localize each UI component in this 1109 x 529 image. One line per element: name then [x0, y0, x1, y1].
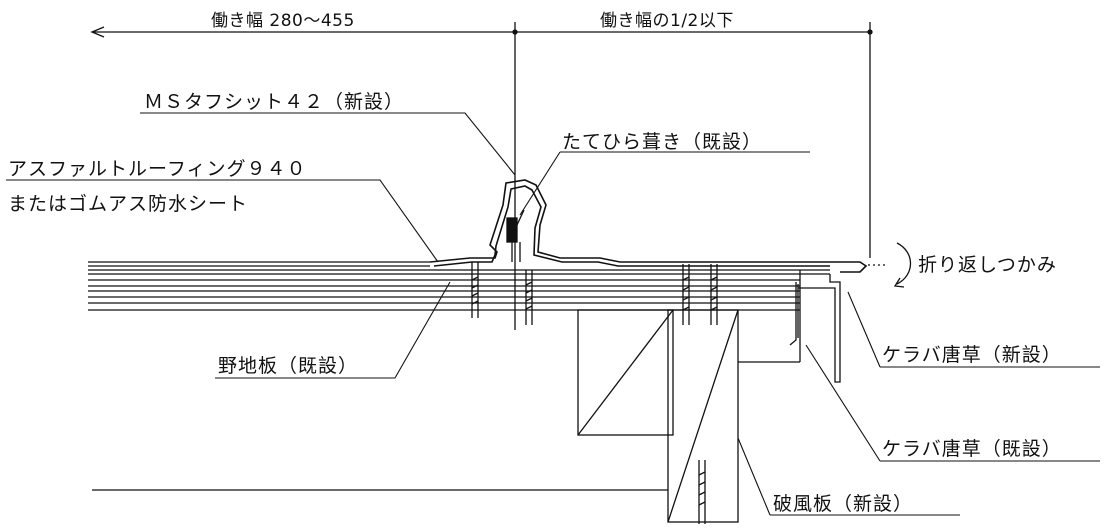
dimension-lines — [90, 22, 873, 330]
label-hafuita: 破風板（新設） — [773, 493, 914, 515]
label-rubber-asphalt: またはゴムアス防水シート — [8, 193, 249, 215]
label-keraba-existing: ケラバ唐草（既設） — [882, 438, 1062, 460]
fold-indicator — [868, 242, 912, 288]
label-keraba-new: ケラバ唐草（新設） — [882, 344, 1062, 366]
ms-tough-sheet-profile — [429, 179, 868, 273]
label-orikaeshi: 折り返しつかみ — [918, 254, 1057, 276]
dimension-right-label: 働き幅の1/2以下 — [600, 11, 734, 31]
tatehira-seam — [506, 209, 525, 262]
rafter-and-fascia — [577, 270, 801, 523]
dimension-left-label: 働き幅 280〜455 — [211, 11, 355, 31]
label-asphalt-roofing: アスファルトルーフィング９４０ — [8, 158, 307, 180]
label-tatehira: たてひら葺き（既設） — [562, 131, 763, 153]
label-nojiita: 野地板（既設） — [218, 355, 359, 377]
roof-deck-layers — [88, 261, 830, 311]
label-ms-tough-sheet: ＭＳタフシット４２（新設） — [144, 91, 405, 113]
leader-lines — [6, 112, 1100, 516]
screws — [471, 262, 718, 524]
keraba-karakusa — [789, 274, 841, 383]
